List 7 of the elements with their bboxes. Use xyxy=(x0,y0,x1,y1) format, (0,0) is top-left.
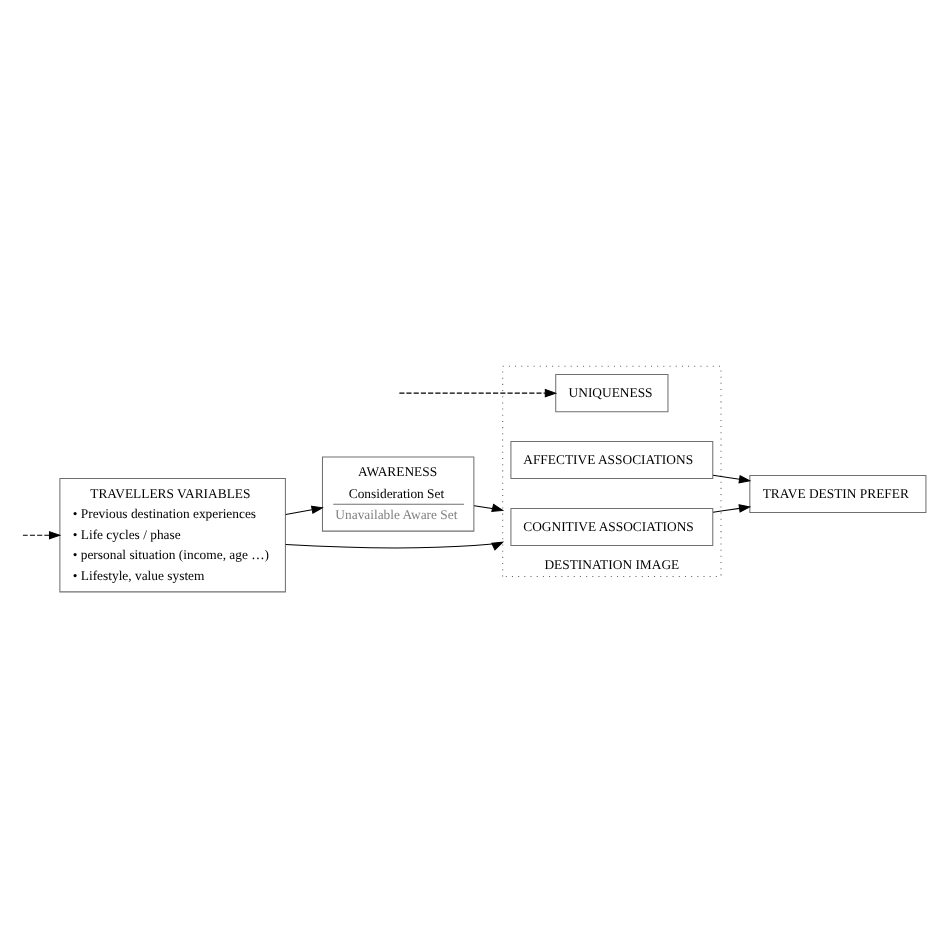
arrow xyxy=(22,529,62,539)
arrow xyxy=(398,387,558,397)
arrow xyxy=(285,504,324,515)
arrow xyxy=(712,473,752,483)
arrow xyxy=(473,502,505,511)
arrow xyxy=(712,503,752,512)
arrow xyxy=(285,540,505,550)
